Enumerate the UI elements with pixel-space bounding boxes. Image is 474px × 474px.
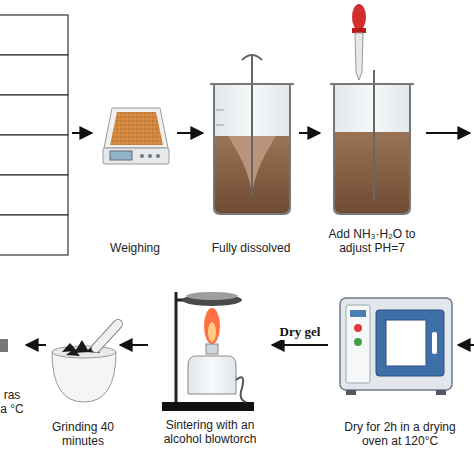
process-step: ras a °C bbox=[0, 336, 24, 416]
flow-arrow bbox=[299, 132, 320, 134]
process-step: Add NH₃·H₂O to adjust PH=7 bbox=[322, 0, 422, 255]
drying-oven-icon bbox=[340, 298, 452, 395]
beaker-icon bbox=[210, 55, 294, 214]
process-step: Fully dissolved bbox=[205, 50, 297, 255]
flow-arrow bbox=[272, 344, 328, 346]
process-step: Weighing bbox=[95, 95, 175, 255]
step-caption: Add NH₃·H₂O to adjust PH=7 bbox=[322, 227, 422, 255]
flow-arrow bbox=[458, 344, 474, 346]
process-step: Dry for 2h in a drying oven at 120°C bbox=[330, 292, 470, 448]
blowtorch-icon bbox=[162, 292, 254, 411]
flow-arrow bbox=[26, 344, 46, 346]
step-caption: Weighing bbox=[95, 241, 175, 255]
edge-label: Dry gel bbox=[278, 324, 323, 340]
cropped-apparatus bbox=[0, 339, 8, 352]
flow-arrow bbox=[120, 344, 148, 346]
balance-icon bbox=[103, 108, 169, 164]
step-caption: ras a °C bbox=[0, 388, 24, 416]
process-step: Grinding 40 minutes bbox=[48, 316, 118, 448]
flow-arrow bbox=[426, 132, 470, 134]
process-step: Sintering with an alcohol blowtorch bbox=[150, 286, 270, 446]
step-caption: Sintering with an alcohol blowtorch bbox=[150, 418, 270, 446]
step-caption: Dry for 2h in a drying oven at 120°C bbox=[332, 420, 468, 448]
flow-arrow bbox=[72, 132, 92, 134]
flow-arrow bbox=[177, 132, 203, 134]
step-caption: Fully dissolved bbox=[205, 241, 297, 255]
table-stack bbox=[0, 15, 68, 255]
mortar-icon bbox=[52, 324, 118, 402]
beaker-dropper-icon bbox=[330, 4, 414, 214]
step-caption: Grinding 40 minutes bbox=[48, 420, 118, 448]
